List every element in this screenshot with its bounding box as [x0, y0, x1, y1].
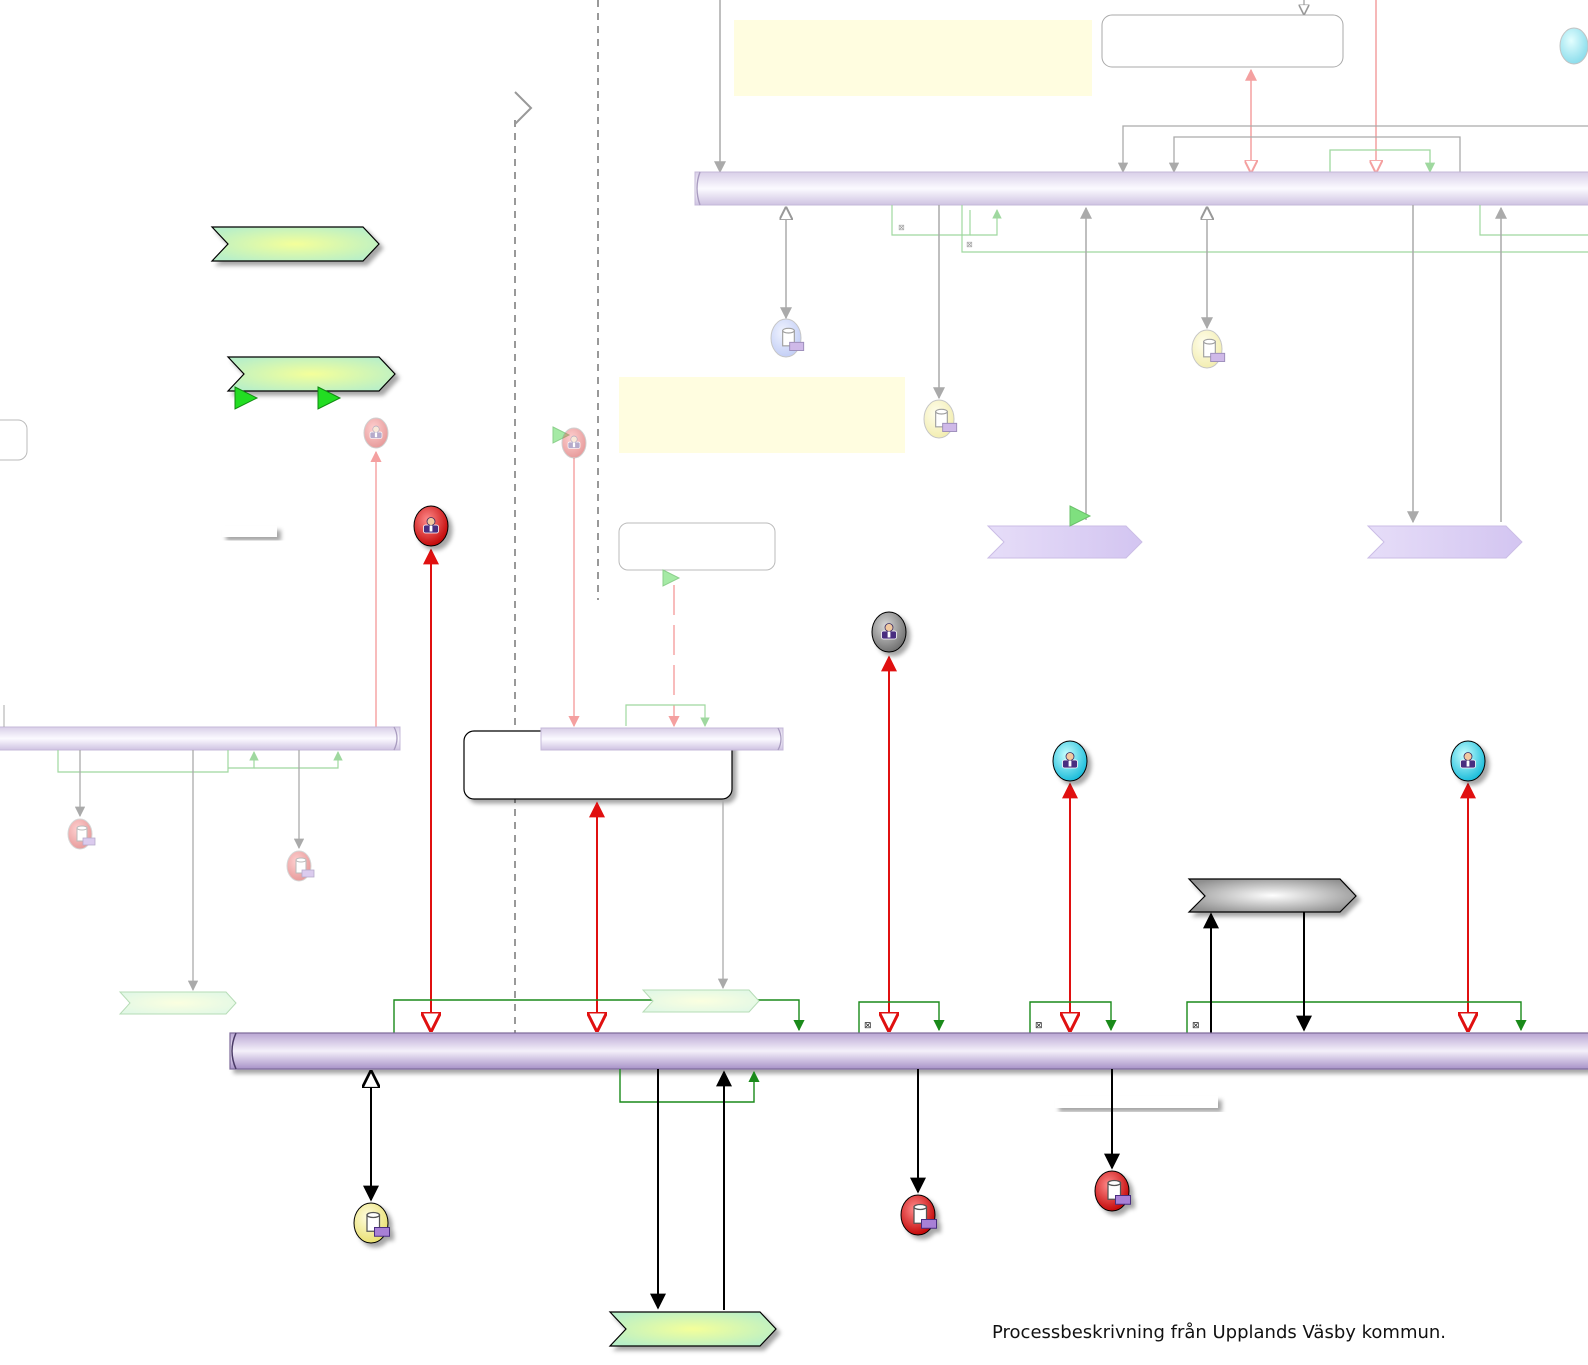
database-icon	[770, 318, 805, 358]
start-markers	[234, 386, 1092, 587]
database-icon	[1094, 1170, 1132, 1212]
person-icon	[1559, 27, 1588, 65]
database-icon	[67, 818, 96, 850]
process-chevron-green-second	[226, 356, 396, 392]
process-chevrons	[118, 226, 1523, 1347]
role-icons	[363, 27, 1588, 782]
person-icon	[1052, 740, 1088, 782]
person-icon	[413, 505, 449, 547]
process-chevron-purple-right	[1366, 525, 1523, 559]
process-chevron-green-top	[210, 226, 380, 262]
process-chevron-purple-left	[986, 525, 1143, 559]
process-chevron-gray	[1187, 878, 1357, 913]
database-icon	[923, 399, 958, 439]
svg-text:⊠: ⊠	[864, 1021, 872, 1031]
person-icon	[561, 427, 587, 459]
data-icons	[67, 318, 1226, 1244]
label-bar-bottom	[1055, 1096, 1218, 1108]
svg-text:⊠: ⊠	[1035, 1021, 1043, 1031]
note-box-top	[734, 20, 1092, 96]
left-bus	[0, 726, 401, 751]
process-chevron-green-faded-left	[118, 991, 237, 1015]
svg-text:⊠: ⊠	[966, 240, 973, 249]
play-triangle-icon	[1069, 505, 1092, 527]
play-triangle-icon	[234, 386, 259, 410]
play-triangle-icon	[662, 569, 681, 587]
lane-dividers	[514, 0, 599, 1035]
process-chevron-green-bottom	[608, 1311, 777, 1347]
play-triangle-icon	[552, 426, 571, 444]
note-box-middle	[619, 377, 905, 453]
main-bus	[229, 1032, 1588, 1070]
process-chevron-green-faded-mid	[641, 989, 760, 1013]
database-icon	[286, 850, 315, 882]
divider-chevron	[514, 91, 533, 125]
person-icon	[363, 417, 389, 449]
person-icon	[1450, 740, 1486, 782]
database-icon	[353, 1202, 391, 1244]
info-box-left-edge	[0, 419, 28, 461]
middle-bus-group	[540, 458, 784, 990]
play-triangle-icon	[317, 386, 342, 410]
left-bus-group	[0, 450, 401, 992]
info-box-middle	[618, 522, 776, 571]
upper-bus	[694, 171, 1588, 206]
upper-bus-group: ⊠ ⊠	[694, 0, 1588, 524]
middle-bus	[540, 727, 784, 751]
svg-text:⊠: ⊠	[898, 223, 905, 232]
main-bus-group: ⊠ ⊠ ⊠	[229, 397, 1588, 1310]
diagram-caption: Processbeskrivning från Upplands Väsby k…	[992, 1322, 1447, 1343]
person-icon	[871, 611, 907, 653]
info-box-top-right	[1101, 14, 1344, 68]
database-icon	[900, 1194, 938, 1236]
svg-text:⊠: ⊠	[1192, 1021, 1200, 1031]
database-icon	[1191, 329, 1226, 369]
